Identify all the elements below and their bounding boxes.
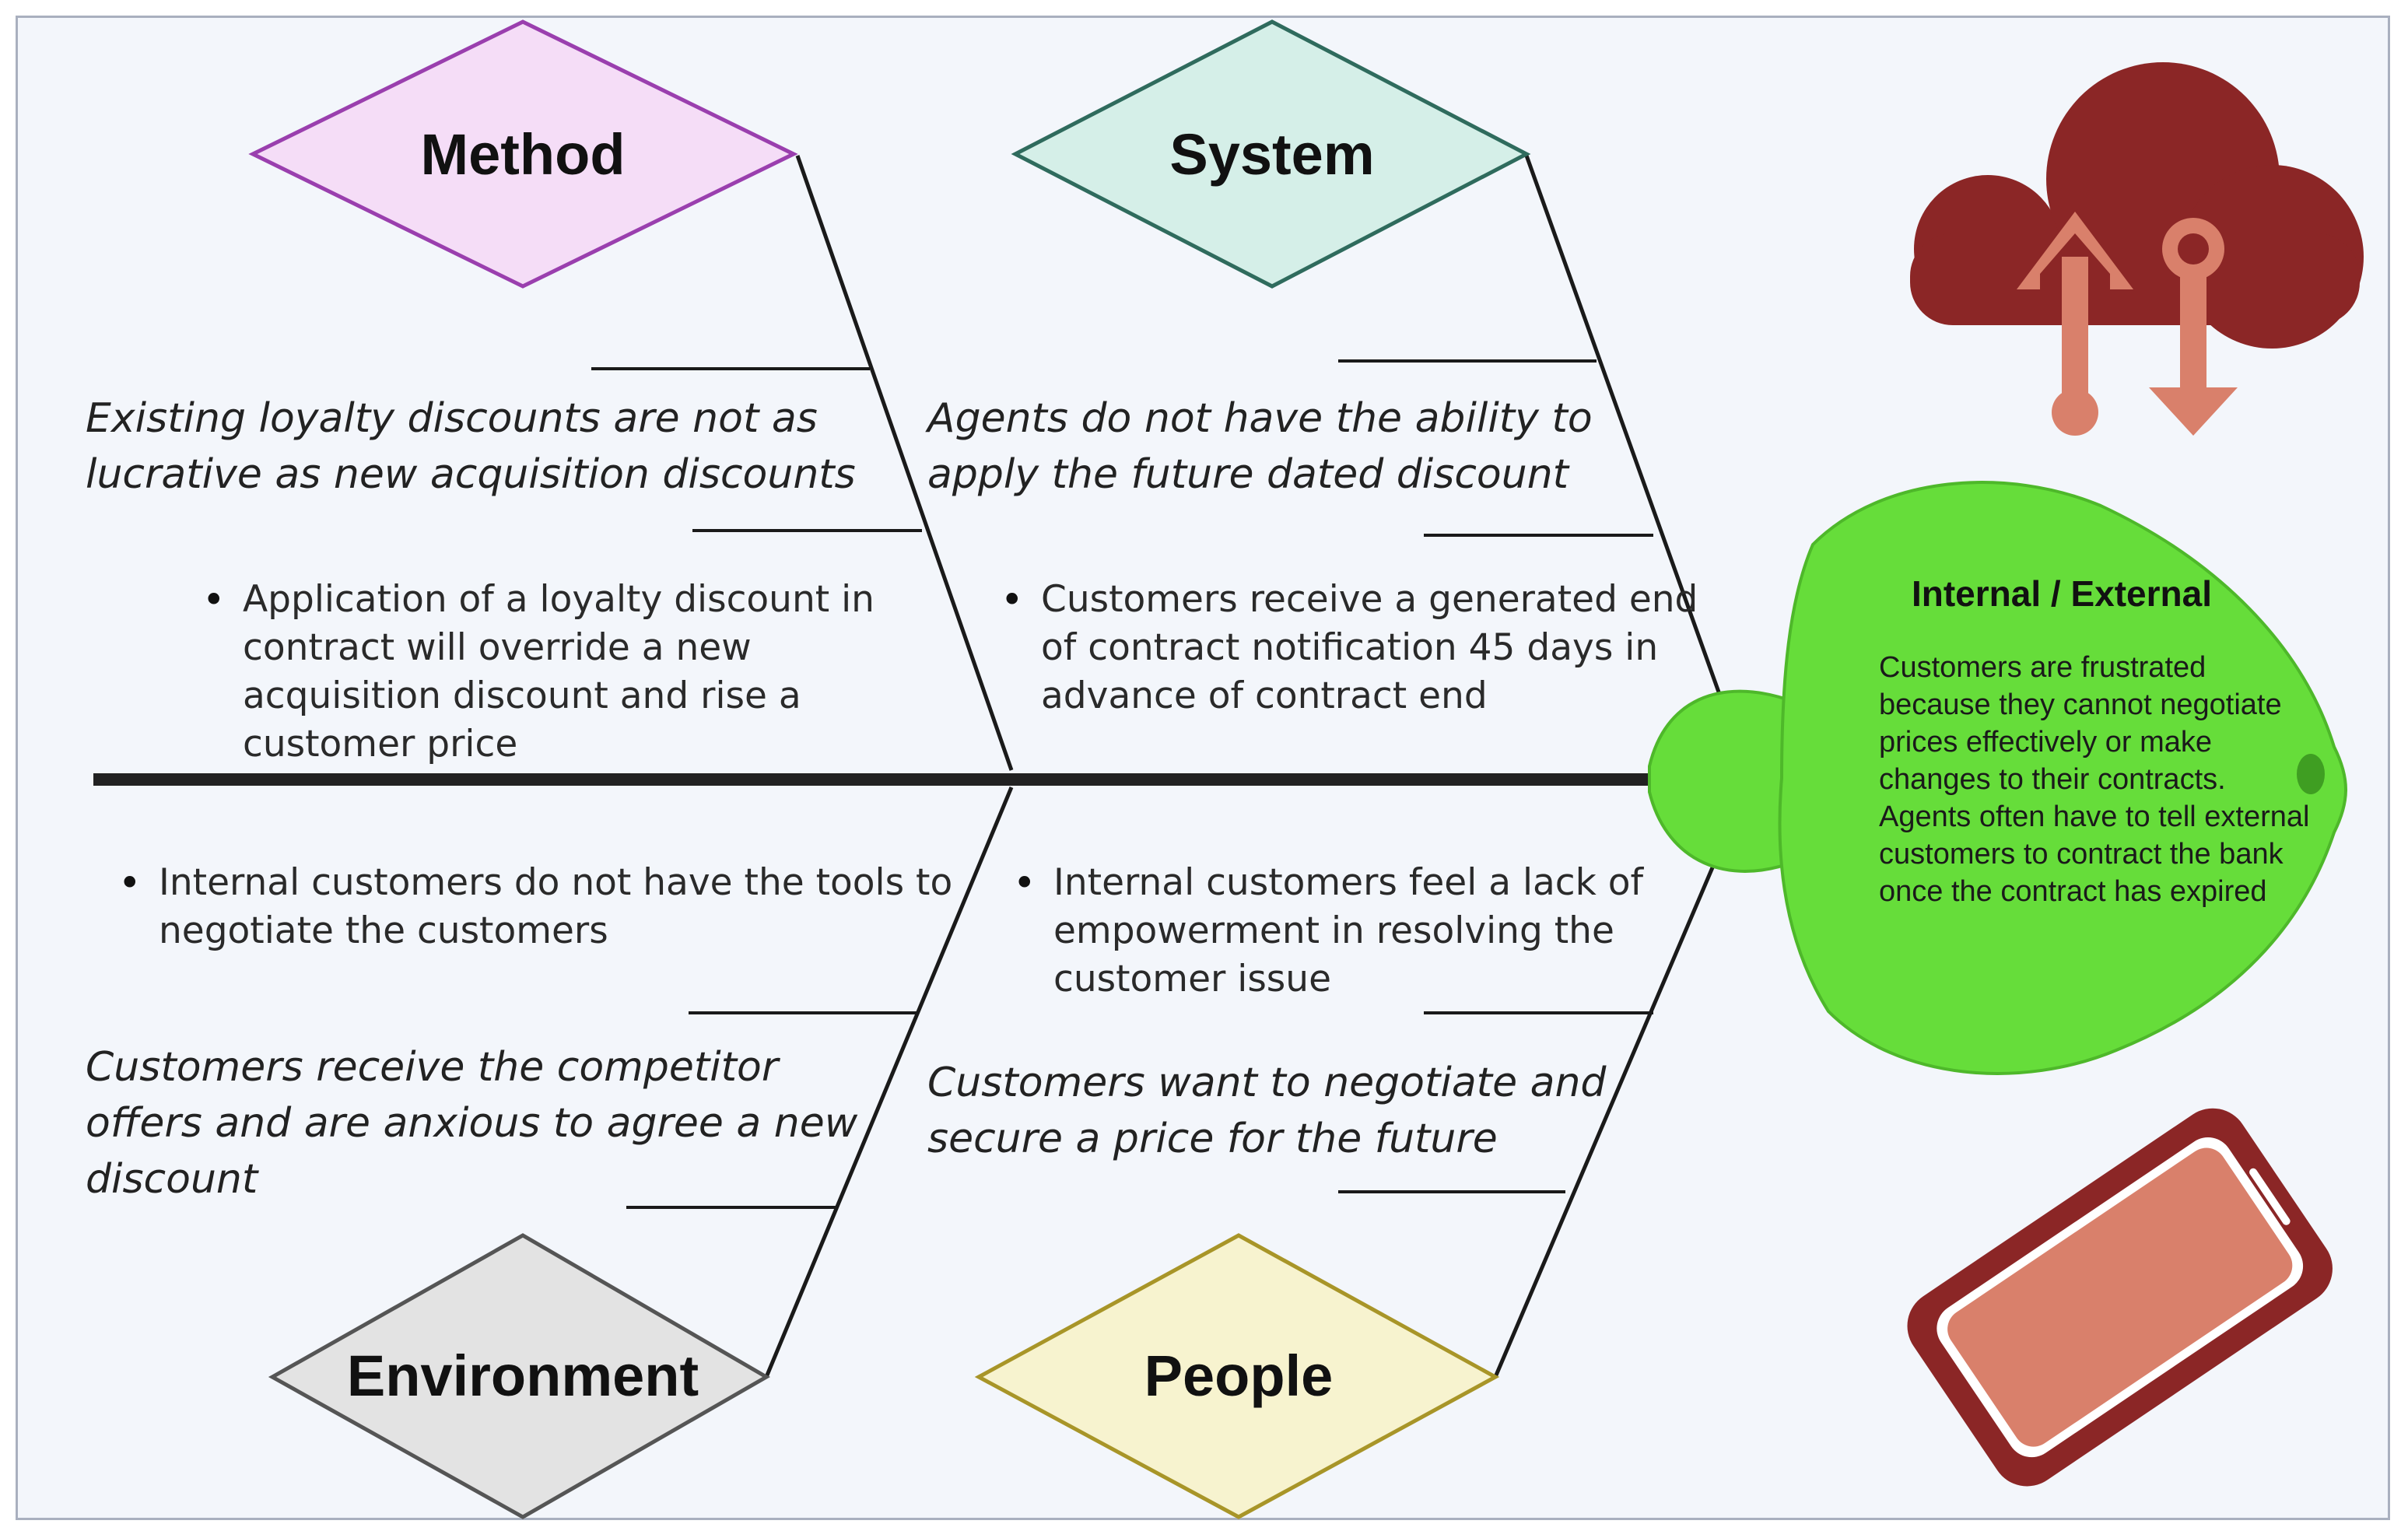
effect-description: Customers are frustrated because they ca… <box>1879 651 2310 908</box>
fish-eye-icon <box>2297 754 2325 794</box>
subcause-system: Customers receive a generated end of con… <box>1001 576 1726 720</box>
bone-method <box>795 155 1014 771</box>
category-system: System <box>1011 19 1531 289</box>
cause-system: Agents do not have the ability to apply … <box>927 395 1593 498</box>
category-system-title: System <box>1169 122 1374 187</box>
subcause-people: Internal customers feel a lack of empowe… <box>1013 859 1738 1004</box>
category-people: People <box>974 1233 1500 1519</box>
category-environment: Environment <box>268 1233 770 1519</box>
subcause-method: Application of a loyalty discount in con… <box>202 576 959 769</box>
cause-method: Existing loyalty discounts are not as lu… <box>86 395 856 498</box>
category-people-title: People <box>1144 1344 1334 1408</box>
fish-head-icon <box>1648 481 2347 1075</box>
category-method: Method <box>248 19 798 289</box>
cloud-upload-download-icon <box>1910 62 2364 436</box>
category-method-title: Method <box>420 122 625 187</box>
smartphone-icon <box>1907 1108 2333 1487</box>
category-environment-title: Environment <box>347 1344 699 1408</box>
subcause-environment: Internal customers do not have the tools… <box>118 859 983 955</box>
cause-people: Customers want to negotiate and secure a… <box>927 1060 1607 1162</box>
cause-environment: Customers receive the competitor offers … <box>86 1044 858 1203</box>
effect-title: Internal / External <box>1911 573 2212 614</box>
